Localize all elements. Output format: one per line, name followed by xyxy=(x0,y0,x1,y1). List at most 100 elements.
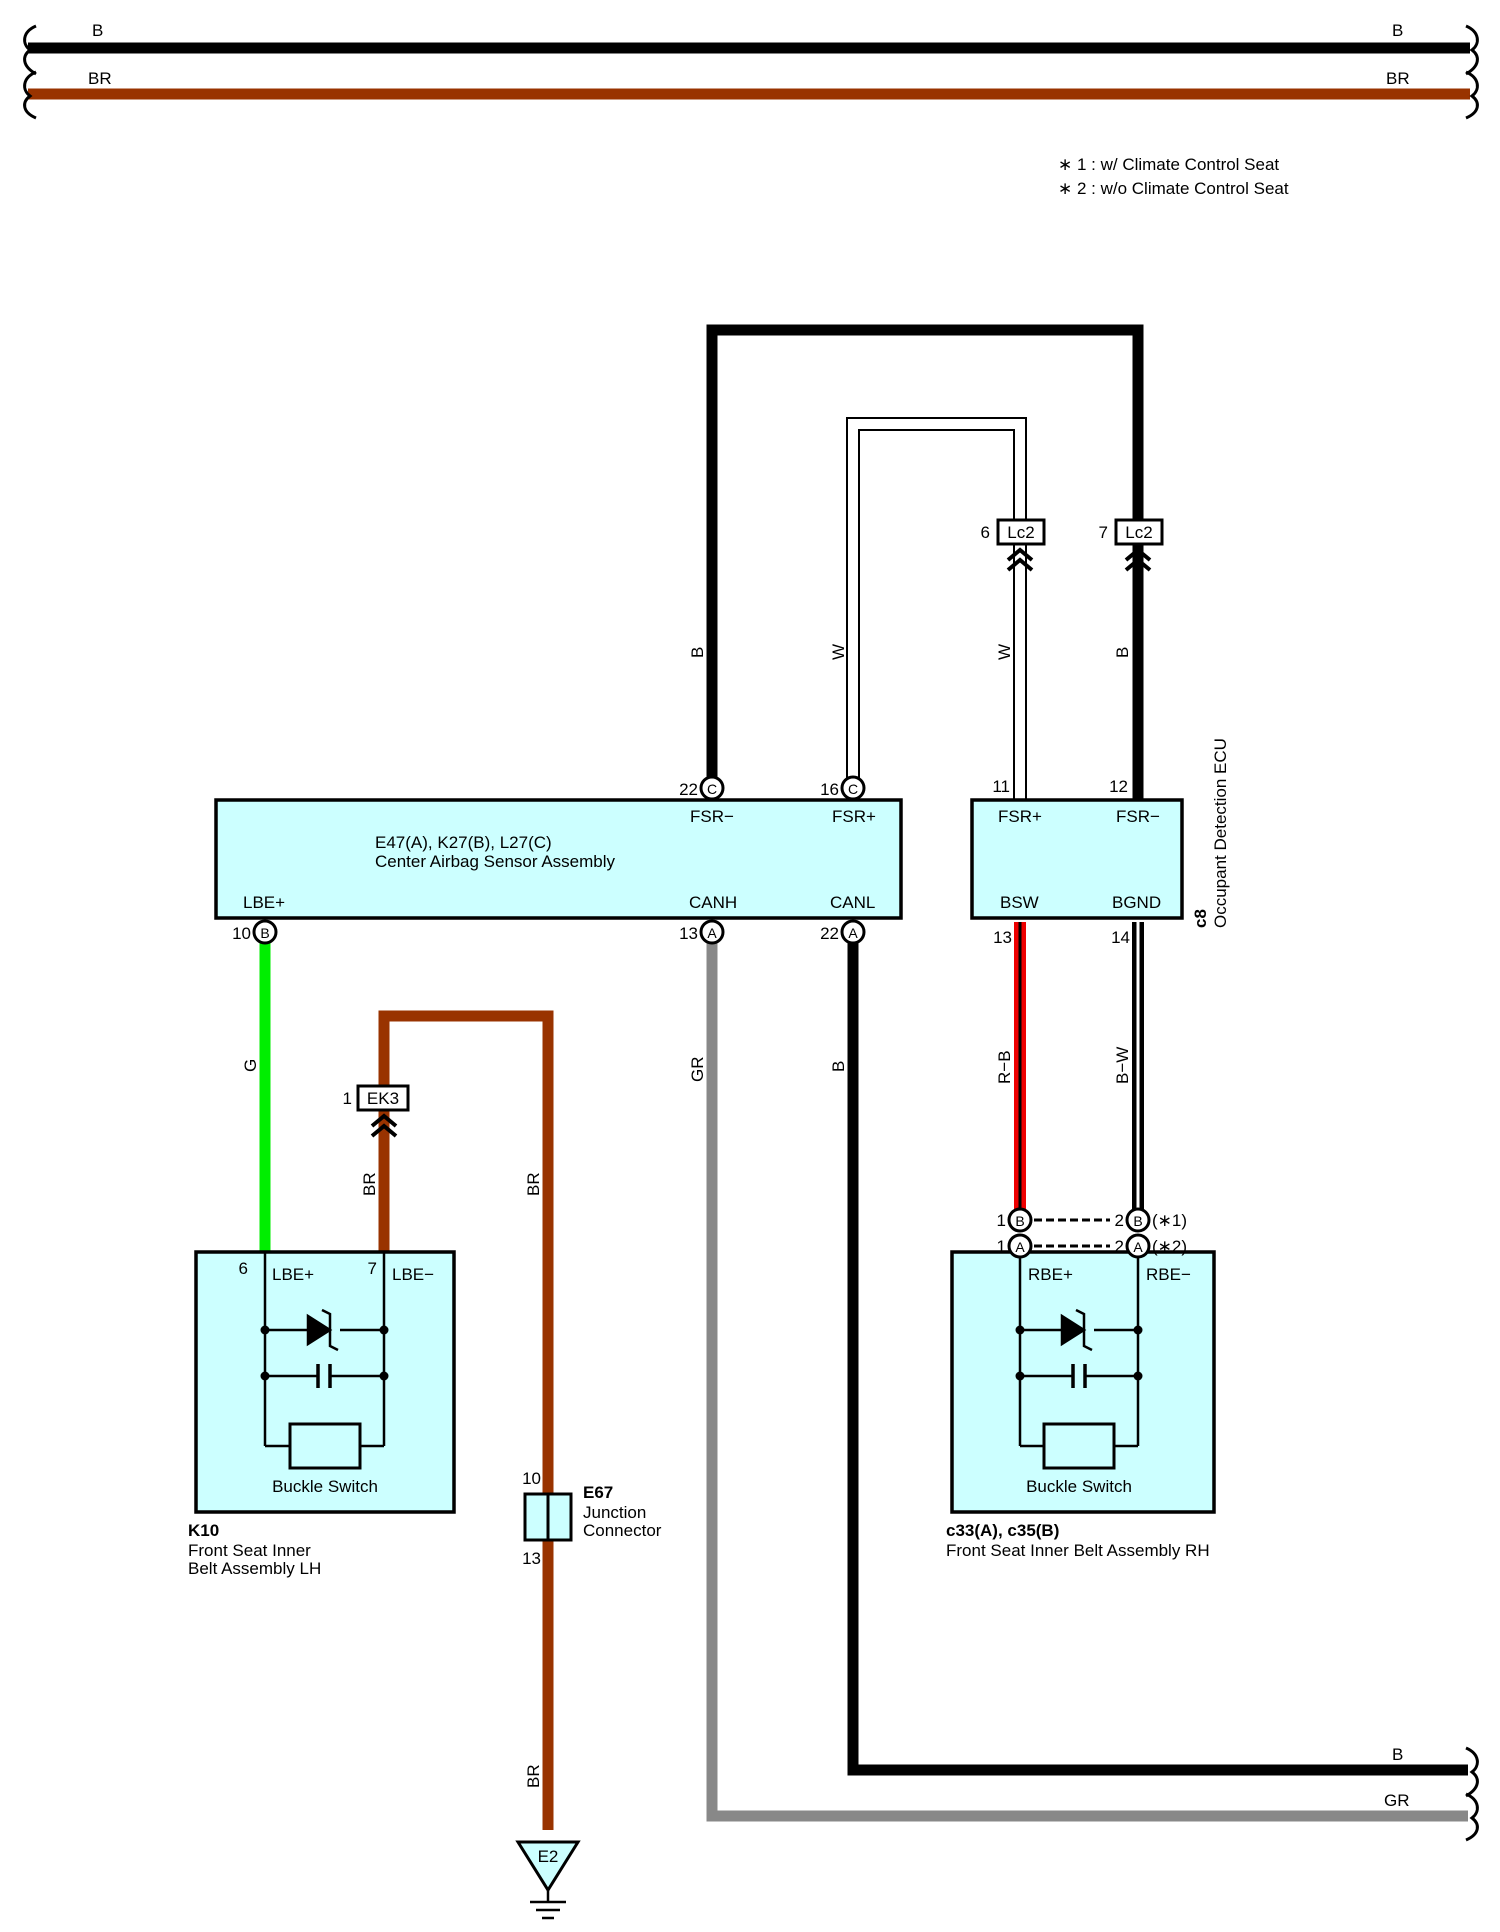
wire-label-fsr-plus: W xyxy=(829,644,848,660)
bottom-bus-b-label: B xyxy=(1392,1745,1403,1764)
lh-belt-code: K10 xyxy=(188,1521,219,1540)
wire-fsr-minus-b xyxy=(706,324,1144,806)
ground-e2: E2 xyxy=(515,1840,581,1920)
rh-v2-conn-plus: A xyxy=(1015,1239,1025,1255)
top-bus-b-right-label: B xyxy=(1392,21,1403,40)
bottom-bus: B GR xyxy=(1384,1745,1479,1842)
rh-switch-circuit xyxy=(1018,1258,1140,1470)
svg-text:1: 1 xyxy=(343,1089,352,1108)
wire-fsr-plus-w xyxy=(846,417,1027,806)
pin-label-lbe-plus: LBE+ xyxy=(243,893,285,912)
wire-label-lc2-b: B xyxy=(1113,647,1132,658)
wire-label-canl-b: B xyxy=(829,1061,848,1072)
top-bus-br-left-label: BR xyxy=(88,69,112,88)
wire-label-bw: B−W xyxy=(1113,1047,1132,1084)
pin-num-canh: 13 xyxy=(679,924,698,943)
pin-label-canl: CANL xyxy=(830,893,875,912)
rh-v1-conn-plus: B xyxy=(1015,1213,1024,1229)
occupant-detection-ecu: FSR+ FSR− BSW BGND 11 12 13 14 c8 Occupa… xyxy=(970,738,1230,947)
connector-lc2-pin6: Lc2 6 xyxy=(981,518,1046,572)
ground-label: E2 xyxy=(538,1847,559,1866)
rh-v1-num-minus: 2 xyxy=(1115,1211,1124,1230)
lh-pin-num-7: 7 xyxy=(368,1259,377,1278)
wire-label-rb: R−B xyxy=(995,1050,1014,1084)
ecu-code: c8 xyxy=(1191,909,1210,928)
pin-label-fsr-plus: FSR+ xyxy=(832,807,876,826)
front-seat-inner-belt-rh: B B 1 2 (∗1) A A 1 2 (∗2) RBE+ RBE− xyxy=(946,1207,1216,1560)
rh-switch-label: Buckle Switch xyxy=(1026,1477,1132,1496)
lh-pin-label-minus: LBE− xyxy=(392,1265,434,1284)
note-2: ∗ 2 : w/o Climate Control Seat xyxy=(1058,179,1289,198)
lh-switch-label: Buckle Switch xyxy=(272,1477,378,1496)
pin-num-fsr-minus: 22 xyxy=(679,780,698,799)
rh-belt-code: c33(A), c35(B) xyxy=(946,1521,1059,1540)
ecu-pin-label-fsr-plus: FSR+ xyxy=(998,807,1042,826)
rh-v2-conn-minus: A xyxy=(1133,1239,1143,1255)
wire-label-g: G xyxy=(241,1059,260,1072)
ecu-name: Occupant Detection ECU xyxy=(1211,738,1230,928)
rh-v1-conn-minus: B xyxy=(1133,1213,1142,1229)
junction-code: E67 xyxy=(583,1483,613,1502)
front-seat-inner-belt-lh: 6 7 LBE+ LBE− Buckle Switch K10 Front Se… xyxy=(188,1250,456,1578)
wire-lbe-minus-br xyxy=(378,1010,554,1830)
svg-text:EK3: EK3 xyxy=(367,1089,399,1108)
pin-num-fsr-plus: 16 xyxy=(820,780,839,799)
ecu-pin-num-fsr-plus: 11 xyxy=(992,777,1010,796)
wire-label-br-upper: BR xyxy=(524,1172,543,1196)
pin-label-fsr-minus: FSR− xyxy=(690,807,734,826)
junction-pin-top: 10 xyxy=(522,1469,541,1488)
note-1: ∗ 1 : w/ Climate Control Seat xyxy=(1058,155,1279,174)
pin-num-lbe-plus: 10 xyxy=(232,924,251,943)
wire-canh-gr xyxy=(706,942,1468,1822)
svg-text:7: 7 xyxy=(1099,523,1108,542)
rh-belt-name: Front Seat Inner Belt Assembly RH xyxy=(946,1541,1210,1560)
top-bus-br-right-label: BR xyxy=(1386,69,1410,88)
top-bus-b-left-label: B xyxy=(92,21,103,40)
rh-v2-num-minus: 2 xyxy=(1115,1237,1124,1256)
lh-belt-name-2: Belt Assembly LH xyxy=(188,1559,321,1578)
pin-conn-canh: A xyxy=(707,925,717,941)
svg-text:6: 6 xyxy=(981,523,990,542)
rh-v2-num-plus: 1 xyxy=(997,1237,1006,1256)
lh-pin-num-6: 6 xyxy=(239,1259,248,1278)
wire-label-lc2-w: W xyxy=(995,644,1014,660)
junction-name-2: Connector xyxy=(583,1521,662,1540)
center-airbag-name: Center Airbag Sensor Assembly xyxy=(375,852,616,871)
ecu-pin-label-bgnd: BGND xyxy=(1112,893,1161,912)
ecu-pin-num-bgnd: 14 xyxy=(1111,928,1130,947)
junction-pin-bottom: 13 xyxy=(522,1549,541,1568)
ecu-pin-num-fsr-minus: 12 xyxy=(1109,777,1128,796)
rh-pin-label-plus: RBE+ xyxy=(1028,1265,1073,1284)
lh-belt-name-1: Front Seat Inner xyxy=(188,1541,311,1560)
ecu-pin-label-bsw: BSW xyxy=(1000,893,1039,912)
ecu-pin-label-fsr-minus: FSR− xyxy=(1116,807,1160,826)
wire-label-ek3-br: BR xyxy=(360,1172,379,1196)
junction-name-1: Junction xyxy=(583,1503,646,1522)
ecu-pin-num-bsw: 13 xyxy=(993,928,1012,947)
rh-v1-num-plus: 1 xyxy=(997,1211,1006,1230)
top-bus: B B BR BR xyxy=(23,21,1479,120)
wire-label-fsr-minus: B xyxy=(688,647,707,658)
lh-switch-circuit xyxy=(263,1252,386,1470)
svg-text:Lc2: Lc2 xyxy=(1125,523,1152,542)
pin-num-canl: 22 xyxy=(820,924,839,943)
rh-v1-note: (∗1) xyxy=(1152,1211,1187,1230)
pin-conn-fsr-minus: C xyxy=(707,781,717,797)
center-airbag-sensor-assembly: E47(A), K27(B), L27(C) Center Airbag Sen… xyxy=(214,775,903,945)
rh-v2-note: (∗2) xyxy=(1152,1237,1187,1256)
wire-label-gr: GR xyxy=(688,1057,707,1083)
pin-conn-fsr-plus: C xyxy=(848,781,858,797)
svg-text:Lc2: Lc2 xyxy=(1007,523,1034,542)
pin-conn-lbe-plus: B xyxy=(260,925,269,941)
pin-conn-canl: A xyxy=(848,925,858,941)
pin-label-canh: CANH xyxy=(689,893,737,912)
wire-canl-b xyxy=(847,942,1468,1776)
wire-label-br-lower: BR xyxy=(524,1764,543,1788)
connector-lc2-pin7: Lc2 7 xyxy=(1099,518,1164,572)
center-airbag-code: E47(A), K27(B), L27(C) xyxy=(375,833,552,852)
lh-pin-label-plus: LBE+ xyxy=(272,1265,314,1284)
bottom-bus-gr-label: GR xyxy=(1384,1791,1410,1810)
junction-connector-e67: 10 13 E67 Junction Connector xyxy=(522,1469,662,1568)
rh-pin-label-minus: RBE− xyxy=(1146,1265,1191,1284)
